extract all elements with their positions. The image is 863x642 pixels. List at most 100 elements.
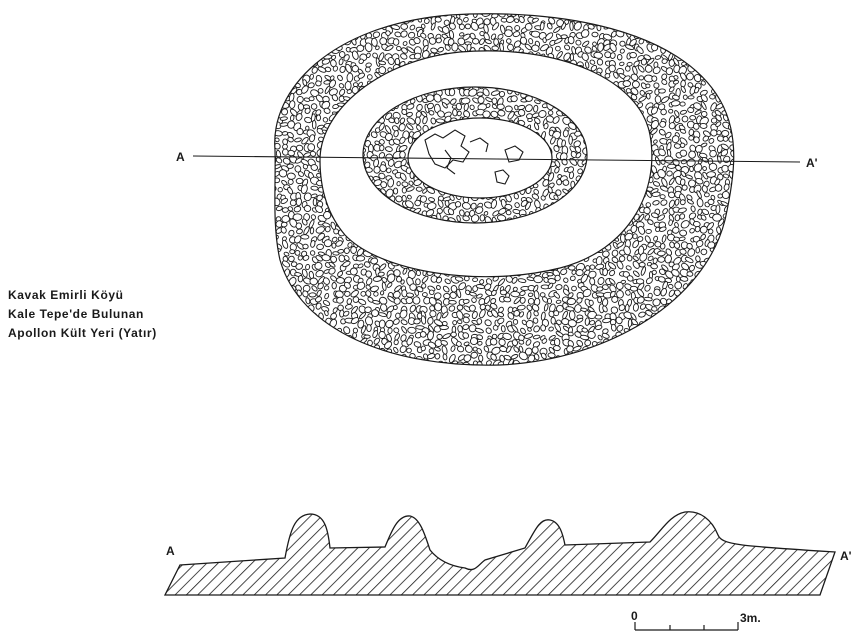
stone [583,369,592,378]
stone [421,10,427,17]
stone [527,297,535,305]
stone [610,93,617,100]
stone [729,115,739,123]
stone [653,139,658,144]
stone [640,58,647,66]
stone [267,113,273,121]
stone [713,8,721,17]
stone [650,106,659,115]
stone [504,58,511,66]
stone [351,86,359,94]
stone [531,44,540,52]
stone [512,319,519,325]
stone [269,95,277,102]
stone [736,185,743,192]
stone [408,31,416,39]
stone [738,50,745,60]
stone [611,295,619,303]
stone [379,144,385,152]
stone [624,303,630,313]
stone [603,135,609,143]
stone [344,118,351,124]
stone [258,158,267,166]
stone [510,290,521,298]
stone [584,10,590,17]
stone [660,368,666,377]
stone [715,353,723,358]
stone [568,265,576,271]
stone [372,52,378,59]
stone [513,75,519,81]
stone [548,17,556,25]
stone [693,136,700,144]
stone [321,58,331,65]
stone [378,66,387,75]
stone [295,222,303,230]
stone [721,11,730,18]
stone [258,114,267,121]
stone [696,198,704,208]
stone [737,99,745,107]
stone [637,169,645,177]
stone [534,80,540,89]
stone [312,197,318,207]
stone [582,203,589,210]
stone [689,115,697,121]
stone [588,299,594,306]
stone [655,22,661,31]
stone [294,157,303,164]
stone [661,73,668,80]
stone [562,236,569,243]
stone [575,11,582,17]
stone [706,30,716,37]
stone [267,45,275,52]
stone [530,67,540,75]
stone [706,22,714,31]
stone [610,30,617,38]
stone [685,319,695,328]
stone [555,299,562,304]
stone [280,43,288,53]
stone [511,4,519,12]
stone [728,108,737,114]
stone [721,190,730,200]
stone [316,9,324,17]
stone [654,32,660,37]
stone [477,367,483,373]
stone [648,31,654,37]
stone [478,229,484,234]
stone [322,149,329,157]
stone [609,115,617,122]
stone [618,4,626,12]
stone [493,74,500,81]
stone [331,36,336,44]
stone [573,21,582,31]
stone [631,141,638,151]
stone [401,366,409,373]
stone [679,128,687,134]
stone [686,72,694,81]
stone [562,257,569,262]
stone [728,101,735,108]
stone [653,82,660,89]
stone [737,106,745,114]
stone [415,186,423,192]
stone [710,129,718,137]
stone [615,281,624,290]
section-end-label: A' [840,549,852,563]
stone [630,87,639,96]
stone [296,22,304,31]
stone [567,9,575,18]
stone [720,143,729,150]
stone [723,312,730,320]
stone [476,91,484,97]
stone [646,57,655,66]
stone [305,31,311,40]
stone [504,166,511,173]
stone [260,79,269,88]
stone [660,318,667,327]
stone [308,23,316,31]
stone [287,3,294,11]
stone [286,45,294,53]
stone [441,172,450,180]
